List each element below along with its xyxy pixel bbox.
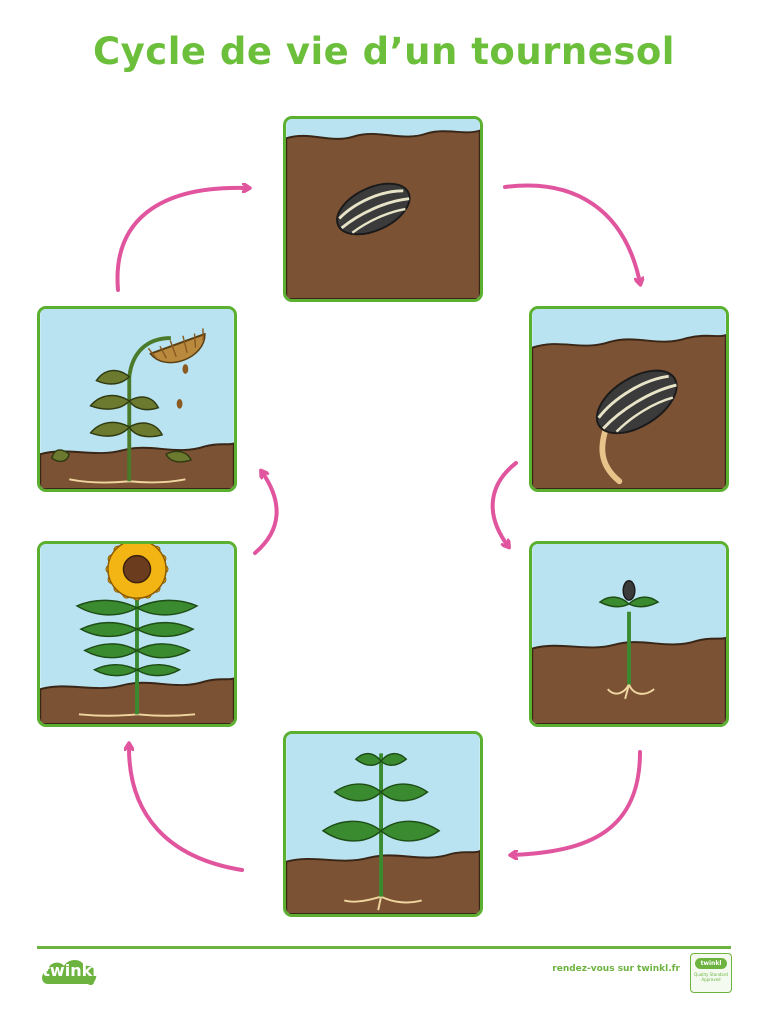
wilting-sunflower-illustration bbox=[40, 309, 234, 489]
stage-panel-germination bbox=[529, 306, 729, 492]
arrow-wilting-to-seed bbox=[115, 188, 248, 292]
germinating-seed-illustration bbox=[532, 309, 726, 489]
arrow-young-plant-to-flowering bbox=[129, 745, 244, 872]
page-title: Cycle de vie d’un tournesol bbox=[93, 30, 675, 73]
stage-panel-seed bbox=[283, 116, 483, 302]
flowering-sunflower-illustration bbox=[40, 544, 234, 724]
arrow-germination-to-seedling bbox=[490, 461, 518, 546]
footer-divider bbox=[37, 946, 731, 949]
stage-panel-wilting bbox=[37, 306, 237, 492]
badge-brand: twinkl bbox=[695, 958, 727, 969]
footer-url[interactable]: rendez-vous sur twinkl.fr bbox=[552, 964, 680, 974]
arrow-seed-to-germination bbox=[503, 183, 640, 283]
cloud-logo-icon bbox=[42, 960, 97, 986]
seed-illustration bbox=[286, 119, 480, 299]
stage-panel-flowering bbox=[37, 541, 237, 727]
quality-badge: twinkl Quality Standard Approved bbox=[690, 953, 732, 993]
twinkl-logo[interactable]: twinkl bbox=[38, 954, 102, 988]
young-plant-illustration bbox=[286, 734, 480, 914]
badge-text: Quality Standard Approved bbox=[694, 972, 728, 982]
stage-panel-young-plant bbox=[283, 731, 483, 917]
arrow-seedling-to-young-plant bbox=[512, 750, 642, 855]
stage-panel-seedling bbox=[529, 541, 729, 727]
logo-text: twinkl bbox=[42, 961, 98, 980]
wilted-flower-head-icon bbox=[147, 328, 206, 364]
arrow-flowering-to-wilting bbox=[253, 472, 279, 555]
seedling-illustration bbox=[532, 544, 726, 724]
sunflower-head-icon bbox=[105, 544, 169, 601]
